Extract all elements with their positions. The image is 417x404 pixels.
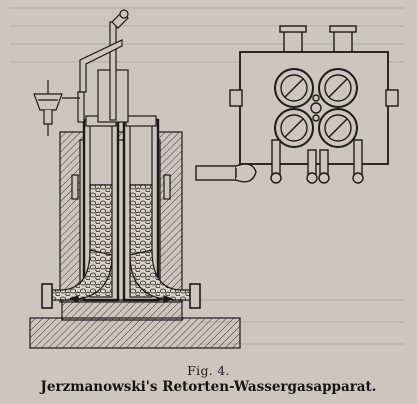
- standpipe: [109, 21, 117, 121]
- section-view: [29, 9, 241, 349]
- top-pipe-left: [283, 29, 303, 53]
- downcomer-pipes: [270, 139, 364, 184]
- figure-number: Fig. 4.: [187, 363, 230, 378]
- outlet-pipe: [195, 165, 237, 181]
- retort-apparatus-illustration: [29, 9, 399, 349]
- outlet-flange-left: [41, 283, 53, 309]
- connector-pipe: [79, 39, 123, 93]
- steam-funnel: [33, 80, 80, 136]
- top-pipe-right: [333, 29, 353, 53]
- foundation: [29, 317, 241, 349]
- outlet-flange-right: [189, 283, 201, 309]
- retort-circles: [274, 68, 358, 148]
- figure-caption: Jerzmanowski's Retorten-Wassergasapparat…: [40, 379, 377, 395]
- base-block: [61, 299, 183, 321]
- plan-view: [195, 25, 399, 184]
